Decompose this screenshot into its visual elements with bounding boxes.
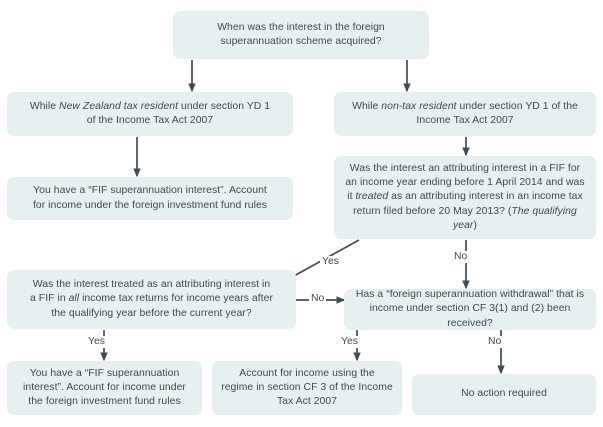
node-text: While non-tax resident under section YD … bbox=[352, 100, 578, 126]
node-text: While New Zealand tax resident under sec… bbox=[29, 100, 271, 126]
edge-label-no-n7-n10: No bbox=[486, 336, 504, 348]
edge-label-yes-n6-n8: Yes bbox=[86, 336, 107, 348]
edge-label-yes-n5-n6: Yes bbox=[320, 256, 341, 268]
node-withdrawal-received-question[interactable]: Has a “foreign superannuation withdrawal… bbox=[344, 289, 596, 330]
node-text: You have a “FIF superannuation interest”… bbox=[32, 185, 268, 211]
node-text: No action required bbox=[461, 388, 547, 400]
node-attributing-interest-question[interactable]: Was the interest an attributing interest… bbox=[334, 156, 596, 239]
node-all-returns-question[interactable]: Was the interest treated as an attributi… bbox=[7, 270, 296, 329]
node-text: Was the interest an attributing interest… bbox=[345, 162, 585, 231]
node-text: Was the interest treated as an attributi… bbox=[30, 279, 273, 319]
edge-label-yes-n7-n9: Yes bbox=[339, 336, 360, 348]
edge-label-no-n6-n7: No bbox=[309, 293, 327, 305]
node-no-action-required-outcome[interactable]: No action required bbox=[412, 374, 596, 415]
node-text: Has a “foreign superannuation withdrawal… bbox=[355, 289, 585, 329]
edge-label-no-n5-n7: No bbox=[452, 251, 470, 263]
node-fif-superannuation-interest-outcome[interactable]: You have a “FIF superannuation interest”… bbox=[7, 177, 293, 220]
node-non-tax-resident[interactable]: While non-tax resident under section YD … bbox=[334, 92, 596, 136]
node-nz-tax-resident[interactable]: While New Zealand tax resident under sec… bbox=[7, 92, 293, 136]
